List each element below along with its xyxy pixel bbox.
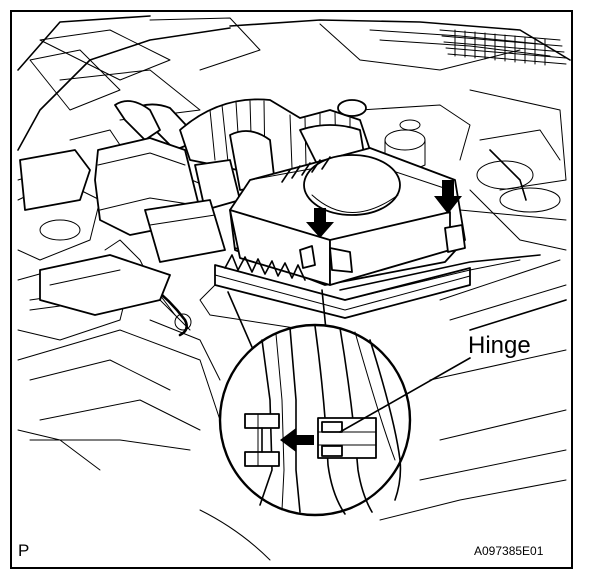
clip-release-arrow-left (306, 208, 334, 238)
view-mark: P (18, 541, 29, 560)
hinge-magnifier-callout (218, 289, 471, 517)
intake-hoses (114, 98, 371, 211)
clip-release-arrow-right (434, 180, 462, 214)
hinge-direction-arrow (280, 428, 314, 452)
hinge-leader-line (339, 357, 471, 433)
hinge-detail (244, 325, 402, 515)
air-cleaner-inlet (19, 137, 226, 337)
figure-id: A097385E01 (474, 544, 544, 558)
air-cleaner-cover (199, 147, 541, 336)
hinge-label: Hinge (468, 332, 531, 359)
magnifier-circle (218, 323, 412, 517)
